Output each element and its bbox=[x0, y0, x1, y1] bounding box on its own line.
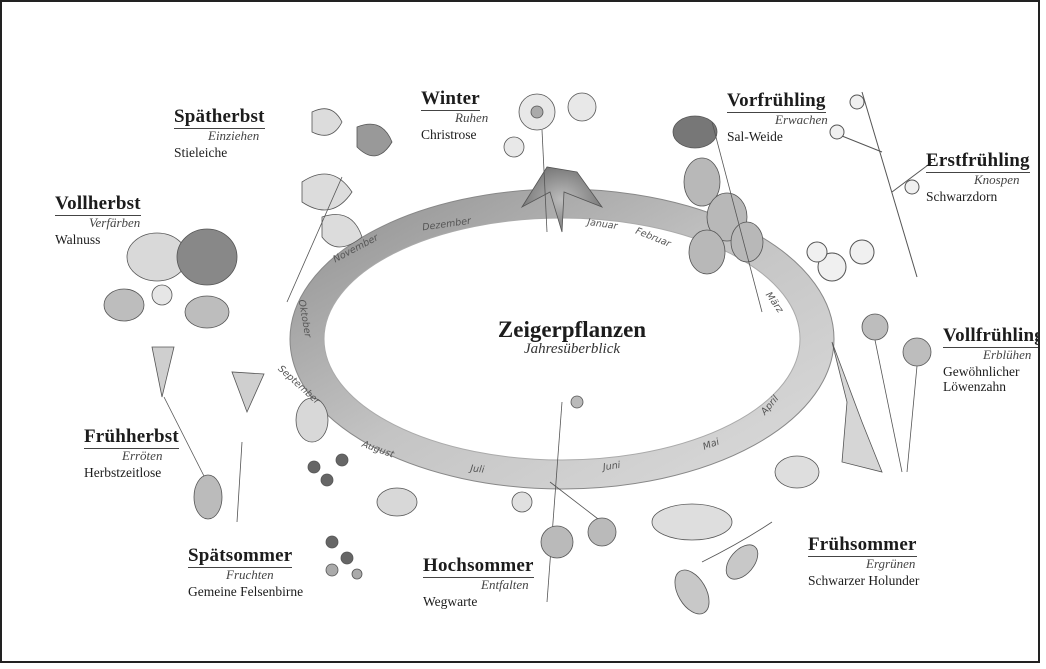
season-plant: Stieleiche bbox=[174, 145, 265, 160]
center-title-block: Zeigerpflanzen Jahresüberblick bbox=[472, 318, 672, 358]
season-plant: Walnuss bbox=[55, 232, 141, 247]
season-name: Frühherbst bbox=[84, 426, 179, 449]
season-plant: Gemeine Felsenbirne bbox=[188, 584, 303, 599]
season-name: Hochsommer bbox=[423, 555, 534, 578]
season-phase: Einziehen bbox=[208, 129, 265, 144]
season-phase: Ruhen bbox=[455, 111, 488, 126]
season-plant: Gewöhnlicher Löwenzahn bbox=[943, 364, 1033, 394]
season-phase: Verfärben bbox=[89, 216, 141, 231]
season-name: Spätherbst bbox=[174, 106, 265, 129]
season-name: Vollfrühling bbox=[943, 325, 1040, 348]
season-erstfruehling: Erstfrühling Knospen Schwarzdorn bbox=[926, 150, 1030, 204]
season-spaetsommer: Spätsommer Fruchten Gemeine Felsenbirne bbox=[188, 545, 303, 599]
season-fruehsommer: Frühsommer Ergrünen Schwarzer Holunder bbox=[808, 534, 919, 588]
season-name: Frühsommer bbox=[808, 534, 917, 557]
season-vollfruehling: Vollfrühling Erblühen Gewöhnlicher Löwen… bbox=[943, 325, 1040, 394]
loewenzahn-illustration bbox=[832, 314, 931, 472]
season-hochsommer: Hochsommer Entfalten Wegwarte bbox=[423, 555, 534, 609]
season-plant: Christrose bbox=[421, 127, 488, 142]
season-phase: Fruchten bbox=[226, 568, 303, 583]
season-phase: Ergrünen bbox=[866, 557, 919, 572]
season-name: Spätsommer bbox=[188, 545, 292, 568]
season-name: Vorfrühling bbox=[727, 90, 826, 113]
season-phase: Erblühen bbox=[983, 348, 1040, 363]
season-plant: Wegwarte bbox=[423, 594, 534, 609]
diagram-subtitle: Jahresüberblick bbox=[472, 342, 672, 358]
holunder-illustration bbox=[652, 456, 819, 620]
season-vorfruehling: Vorfrühling Erwachen Sal-Weide bbox=[727, 90, 828, 144]
month-label-7: Juli bbox=[468, 463, 486, 476]
season-phase: Erröten bbox=[122, 449, 179, 464]
season-name: Winter bbox=[421, 88, 480, 111]
season-vollherbst: Vollherbst Verfärben Walnuss bbox=[55, 193, 141, 247]
season-name: Erstfrühling bbox=[926, 150, 1030, 173]
diagram-title: Zeigerpflanzen bbox=[472, 318, 672, 342]
season-plant: Sal-Weide bbox=[727, 129, 828, 144]
season-plant: Schwarzdorn bbox=[926, 189, 1030, 204]
season-spaetherbst: Spätherbst Einziehen Stieleiche bbox=[174, 106, 265, 160]
season-name: Vollherbst bbox=[55, 193, 141, 216]
season-phase: Erwachen bbox=[775, 113, 828, 128]
season-winter: Winter Ruhen Christrose bbox=[421, 88, 488, 142]
season-phase: Knospen bbox=[974, 173, 1030, 188]
season-plant: Herbstzeitlose bbox=[84, 465, 179, 480]
season-fruehherbst: Frühherbst Erröten Herbstzeitlose bbox=[84, 426, 179, 480]
season-plant: Schwarzer Holunder bbox=[808, 573, 919, 588]
season-phase: Entfalten bbox=[481, 578, 534, 593]
